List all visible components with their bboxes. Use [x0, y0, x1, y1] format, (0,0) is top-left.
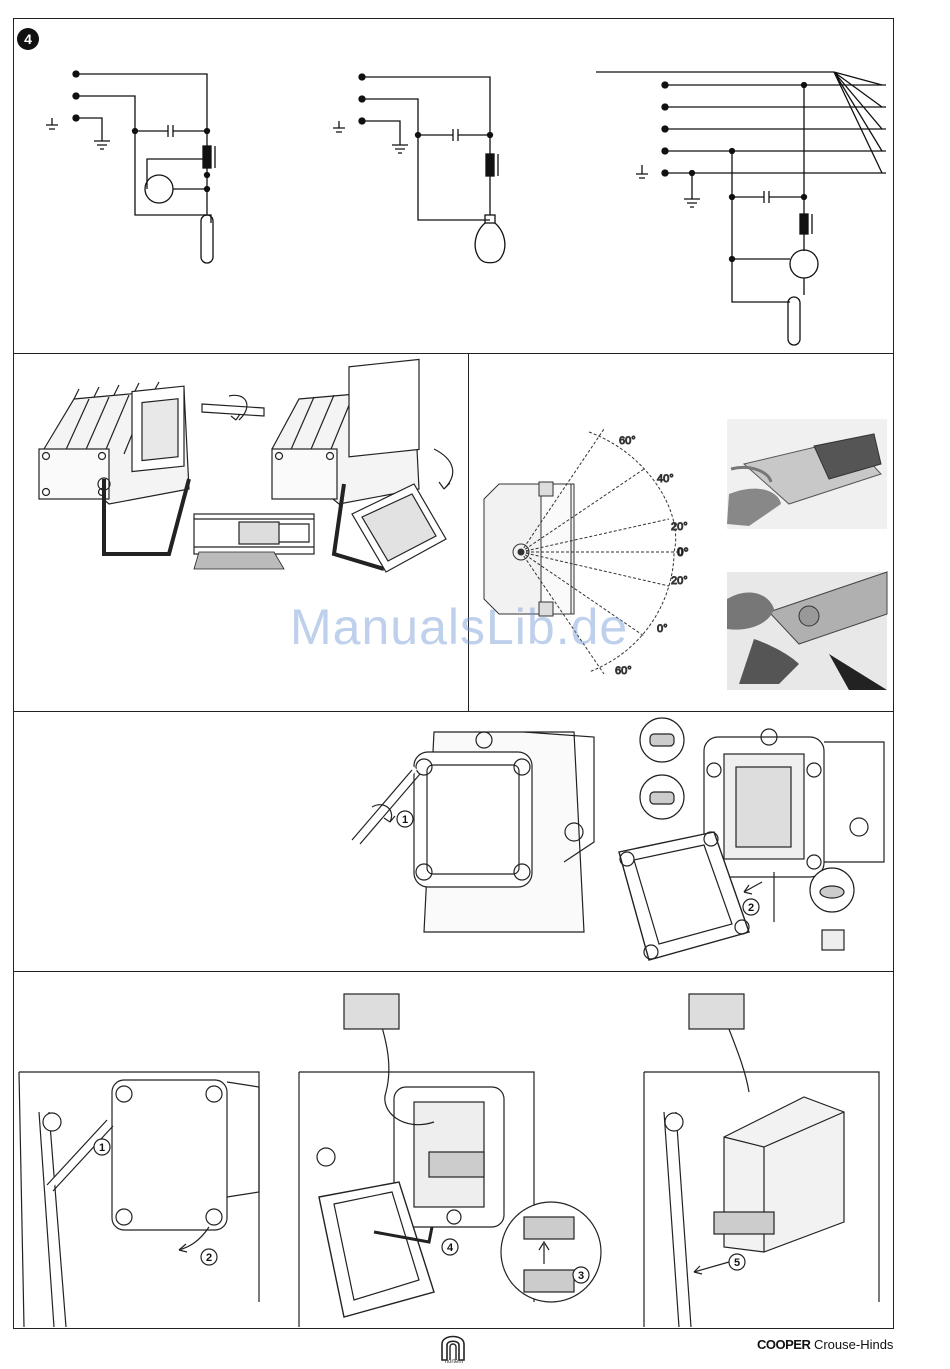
- wiring-diagrams-panel: 4: [13, 18, 894, 354]
- luminaire-side-view: [484, 482, 574, 616]
- step-2b-label: 2: [206, 1252, 212, 1264]
- floodlight-housing: [39, 382, 189, 554]
- cable-gland-arrow: 2: [743, 872, 774, 922]
- terminal-box-panel: 1: [13, 711, 894, 973]
- wiring-diagram-five-terminal: [596, 72, 886, 345]
- section-number: 4: [24, 31, 32, 47]
- step-5-label: 5: [734, 1257, 740, 1269]
- terminal-box-step-b: 4 3: [299, 994, 601, 1327]
- control-gear-illustration: 1 2 4 3: [14, 972, 894, 1329]
- nortem-logo-text: nortem: [434, 1359, 474, 1365]
- angle-label-60-down: 60°: [615, 665, 632, 677]
- adjustment-photo-top: [727, 419, 887, 529]
- terminal-box-illustration: 1: [14, 712, 894, 973]
- angle-label-20-down: 20°: [671, 575, 688, 587]
- terminal-box-step-c: 5: [644, 994, 879, 1327]
- step-2-label: 2: [748, 902, 754, 914]
- key-wrench-icon: [202, 395, 264, 420]
- terminal-box-step-a: 1 2: [19, 1072, 259, 1327]
- angle-label-20-up: 20°: [671, 521, 688, 533]
- tilt-angle-panel: 60° 40° 20° 0° 20° 0° 60°: [468, 353, 894, 712]
- terminal-box-cover: [414, 732, 594, 932]
- hex-key-icon: 1: [352, 767, 420, 844]
- floodlight-illustration: [14, 354, 469, 712]
- step-1-label: 1: [402, 814, 408, 826]
- brand-regular: Crouse-Hinds: [810, 1337, 893, 1352]
- brand-name: COOPER Crouse-Hinds: [757, 1337, 893, 1352]
- step-4-label: 4: [447, 1242, 454, 1254]
- control-gear-panel: 1 2 4 3: [13, 971, 894, 1329]
- tilt-angle-diagram: 60° 40° 20° 0° 20° 0° 60°: [469, 354, 894, 712]
- frame-removal-panel: [13, 353, 469, 712]
- screw-detail-icon: [194, 514, 314, 569]
- angle-label-60-up: 60°: [619, 435, 636, 447]
- angle-label-0: 0°: [677, 545, 689, 559]
- brand-bold: COOPER: [757, 1337, 810, 1352]
- terminal-box-open: [704, 729, 884, 877]
- watermark: ManualsLib.de: [290, 598, 628, 656]
- wiring-diagram-discharge: [46, 71, 215, 263]
- step-1b-label: 1: [99, 1142, 105, 1154]
- wiring-diagrams: 4: [14, 19, 894, 354]
- wiring-diagram-incandescent: [333, 74, 505, 263]
- step-3-label: 3: [578, 1270, 584, 1282]
- angle-label-40-up: 40°: [657, 473, 674, 485]
- angle-label-40-down: 0°: [657, 623, 668, 635]
- adjustment-photo-bottom: [727, 572, 887, 690]
